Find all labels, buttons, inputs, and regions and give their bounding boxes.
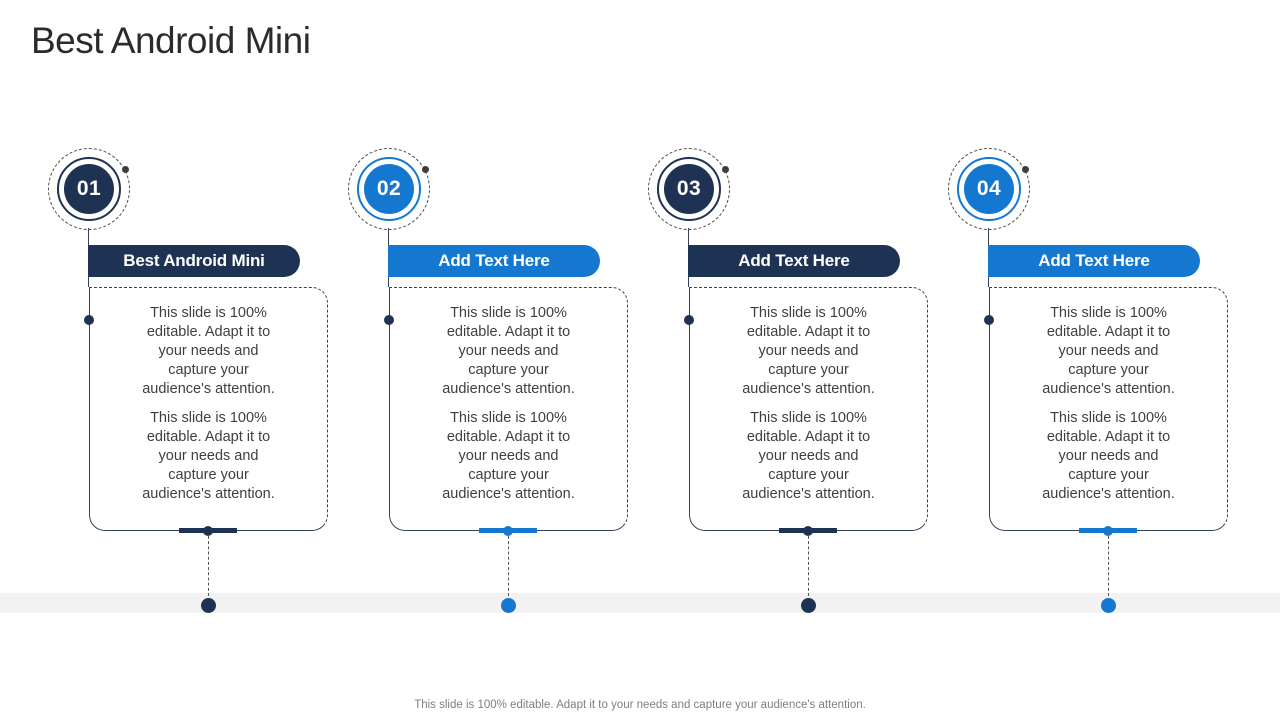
drop-dashed-line bbox=[808, 536, 809, 596]
slide-title[interactable]: Best Android Mini bbox=[31, 20, 311, 61]
left-node-dot bbox=[984, 315, 994, 325]
left-node-dot bbox=[384, 315, 394, 325]
step-title-pill[interactable]: Add Text Here bbox=[388, 245, 600, 277]
step-title-pill[interactable]: Add Text Here bbox=[988, 245, 1200, 277]
footer-note[interactable]: This slide is 100% editable. Adapt it to… bbox=[414, 699, 866, 711]
timeline-dot bbox=[201, 598, 216, 613]
step-description-box[interactable]: This slide is 100% editable. Adapt it to… bbox=[89, 287, 328, 531]
drop-dashed-line bbox=[508, 536, 509, 596]
dashed-orbit-ring bbox=[648, 148, 730, 230]
orbit-dot bbox=[722, 166, 729, 173]
description-paragraph[interactable]: This slide is 100% editable. Adapt it to… bbox=[142, 305, 275, 397]
description-paragraph[interactable]: This slide is 100% editable. Adapt it to… bbox=[1042, 410, 1175, 502]
step-number-badge: 04 bbox=[964, 164, 1014, 214]
orbit-dot bbox=[122, 166, 129, 173]
timeline-dot bbox=[801, 598, 816, 613]
dashed-orbit-ring bbox=[48, 148, 130, 230]
drop-dashed-line bbox=[1108, 536, 1109, 596]
timeline-dot bbox=[501, 598, 516, 613]
orbit-dot bbox=[1022, 166, 1029, 173]
step-number-badge: 02 bbox=[364, 164, 414, 214]
description-paragraph[interactable]: This slide is 100% editable. Adapt it to… bbox=[742, 410, 875, 502]
bottom-accent-dot bbox=[203, 526, 213, 536]
description-paragraph[interactable]: This slide is 100% editable. Adapt it to… bbox=[142, 410, 275, 502]
step-number-badge: 03 bbox=[664, 164, 714, 214]
step-description-box[interactable]: This slide is 100% editable. Adapt it to… bbox=[689, 287, 928, 531]
bottom-accent-dot bbox=[803, 526, 813, 536]
timeline-band bbox=[0, 593, 1280, 613]
orbit-dot bbox=[422, 166, 429, 173]
dashed-orbit-ring bbox=[348, 148, 430, 230]
dashed-orbit-ring bbox=[948, 148, 1030, 230]
description-paragraph[interactable]: This slide is 100% editable. Adapt it to… bbox=[742, 305, 875, 397]
description-paragraph[interactable]: This slide is 100% editable. Adapt it to… bbox=[1042, 305, 1175, 397]
step-description-box[interactable]: This slide is 100% editable. Adapt it to… bbox=[989, 287, 1228, 531]
step-title-pill[interactable]: Best Android Mini bbox=[88, 245, 300, 277]
step-number-badge: 01 bbox=[64, 164, 114, 214]
bottom-accent-dot bbox=[1103, 526, 1113, 536]
process-step-2: 02 Add Text Here This slide is 100% edit… bbox=[340, 140, 640, 620]
left-node-dot bbox=[84, 315, 94, 325]
bottom-accent-dot bbox=[503, 526, 513, 536]
process-step-4: 04 Add Text Here This slide is 100% edit… bbox=[940, 140, 1240, 620]
step-description-box[interactable]: This slide is 100% editable. Adapt it to… bbox=[389, 287, 628, 531]
drop-dashed-line bbox=[208, 536, 209, 596]
process-step-3: 03 Add Text Here This slide is 100% edit… bbox=[640, 140, 940, 620]
step-title-pill[interactable]: Add Text Here bbox=[688, 245, 900, 277]
timeline-dot bbox=[1101, 598, 1116, 613]
left-node-dot bbox=[684, 315, 694, 325]
description-paragraph[interactable]: This slide is 100% editable. Adapt it to… bbox=[442, 410, 575, 502]
process-step-1: 01 Best Android Mini This slide is 100% … bbox=[40, 140, 340, 620]
description-paragraph[interactable]: This slide is 100% editable. Adapt it to… bbox=[442, 305, 575, 397]
